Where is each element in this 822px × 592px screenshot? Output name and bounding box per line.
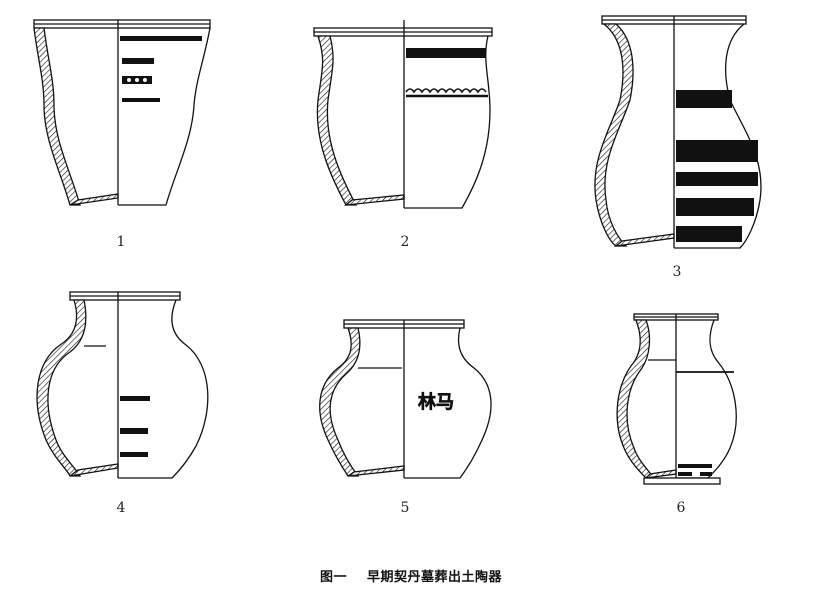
vessel-4 [36, 291, 209, 479]
item-number-2: 2 [400, 234, 410, 250]
vessel-6 [616, 313, 737, 485]
decor-foot-6 [678, 464, 712, 476]
vessel-2 [313, 20, 493, 209]
decor-bands-4 [120, 396, 150, 457]
incised-inscription: 林马 [418, 392, 454, 413]
item-number-1: 1 [116, 234, 126, 250]
item-number-5: 5 [400, 500, 410, 516]
vessel-5: 林马 [319, 319, 492, 479]
vessel-1 [33, 19, 211, 206]
figure-caption: 图一 早期契丹墓葬出土陶器 [0, 566, 822, 585]
decor-bands-3 [676, 90, 758, 242]
caption-label: 图一 [319, 570, 347, 585]
item-number-4: 4 [116, 500, 126, 516]
vessel-3 [594, 15, 762, 249]
caption-title: 早期契丹墓葬出土陶器 [367, 570, 503, 585]
item-number-3: 3 [672, 264, 682, 280]
item-number-6: 6 [676, 500, 686, 516]
